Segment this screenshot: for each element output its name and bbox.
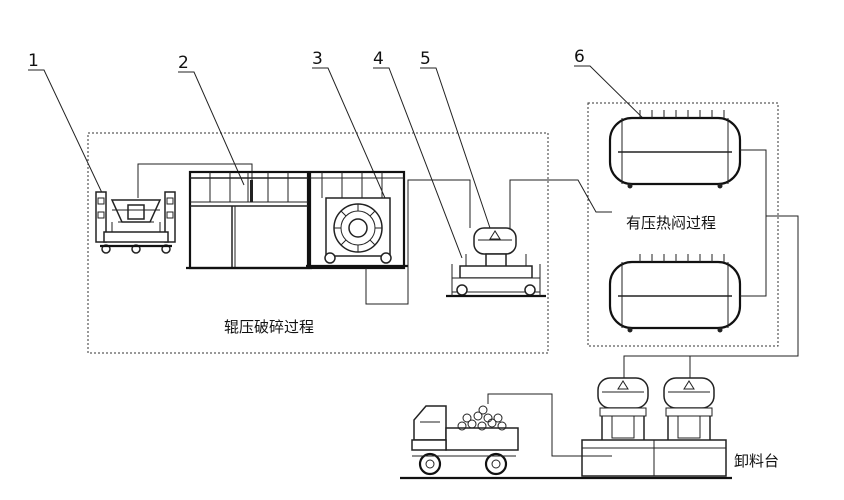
unloading-platform — [400, 439, 732, 480]
label-2: 2 — [178, 53, 189, 73]
pipe-vessel-return — [740, 149, 767, 297]
pressure-vessel-upper — [608, 110, 742, 189]
label-6: 6 — [574, 47, 585, 67]
pipe-vessel-output — [623, 215, 799, 378]
feeder-machine — [95, 191, 176, 254]
label-3: 3 — [312, 49, 323, 69]
caption-unloading-platform: 卸料台 — [734, 452, 779, 470]
unloading-tank-right — [663, 377, 715, 440]
pressure-vessel-lower — [608, 254, 742, 333]
tank-cart — [446, 227, 546, 298]
pressure-steaming-boundary — [587, 102, 779, 347]
label-5: 5 — [420, 49, 431, 69]
leader-lines — [28, 65, 656, 259]
unloading-tank-left — [597, 377, 649, 440]
roll-crushing-boundary — [87, 132, 549, 354]
pipe-feeder-crusher — [137, 163, 253, 198]
pipe-platform-truck — [487, 393, 612, 457]
pipe-cart-steaming — [509, 179, 612, 228]
caption-pressure-steaming: 有压热闷过程 — [626, 214, 716, 232]
label-1: 1 — [28, 51, 39, 71]
pipe-crusher-conveyor — [365, 179, 471, 305]
dump-truck — [411, 405, 519, 476]
caption-roll-crushing: 辊压破碎过程 — [224, 318, 314, 336]
crushing-roller — [306, 170, 408, 270]
roller-crusher — [186, 170, 312, 270]
label-4: 4 — [373, 49, 384, 69]
